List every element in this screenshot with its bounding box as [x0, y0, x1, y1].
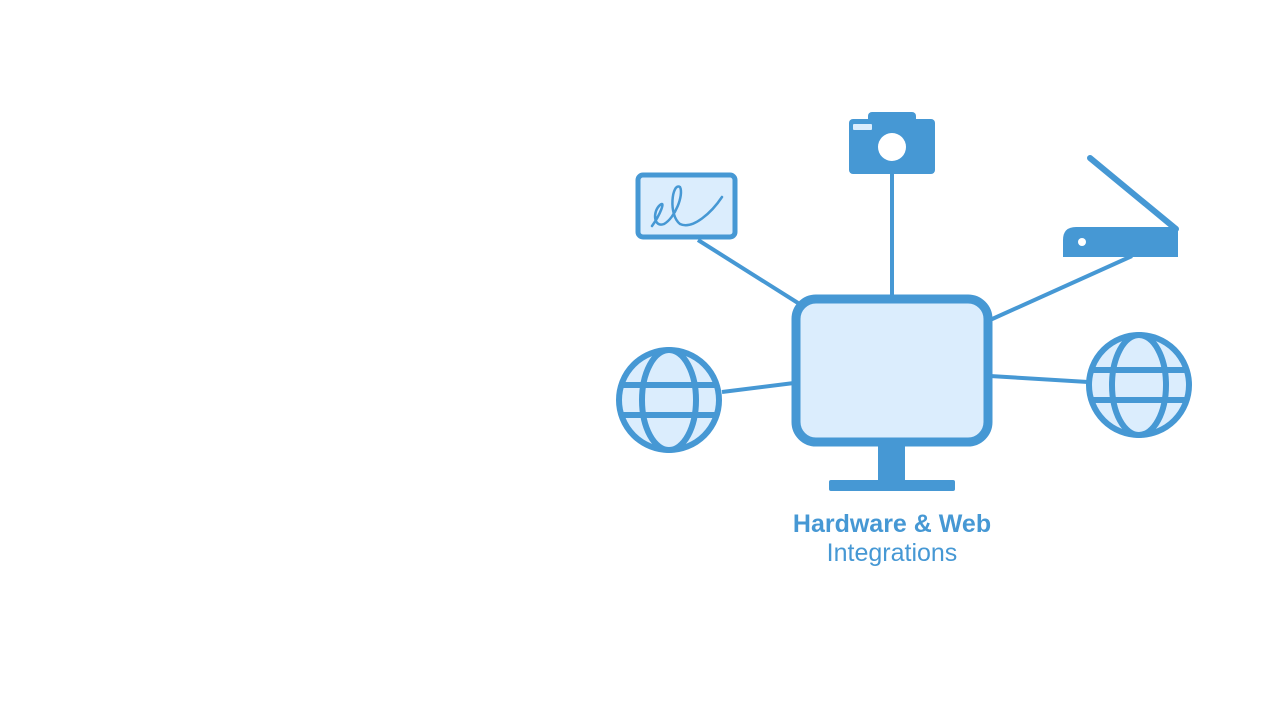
caption-title: Hardware & Web	[792, 510, 992, 538]
camera-icon	[849, 112, 935, 174]
caption-subtitle: Integrations	[826, 539, 958, 567]
connector-globe-left	[721, 381, 795, 394]
globe-icon	[616, 347, 722, 453]
monitor-icon	[791, 294, 993, 491]
connector-globe-right	[989, 374, 1089, 384]
connectors	[696, 174, 1133, 394]
globe-icon	[1086, 332, 1192, 438]
scanner-icon	[1063, 155, 1179, 257]
connector-signature	[696, 238, 800, 305]
signature-pad-icon	[635, 172, 738, 240]
connector-scanner	[989, 254, 1133, 322]
